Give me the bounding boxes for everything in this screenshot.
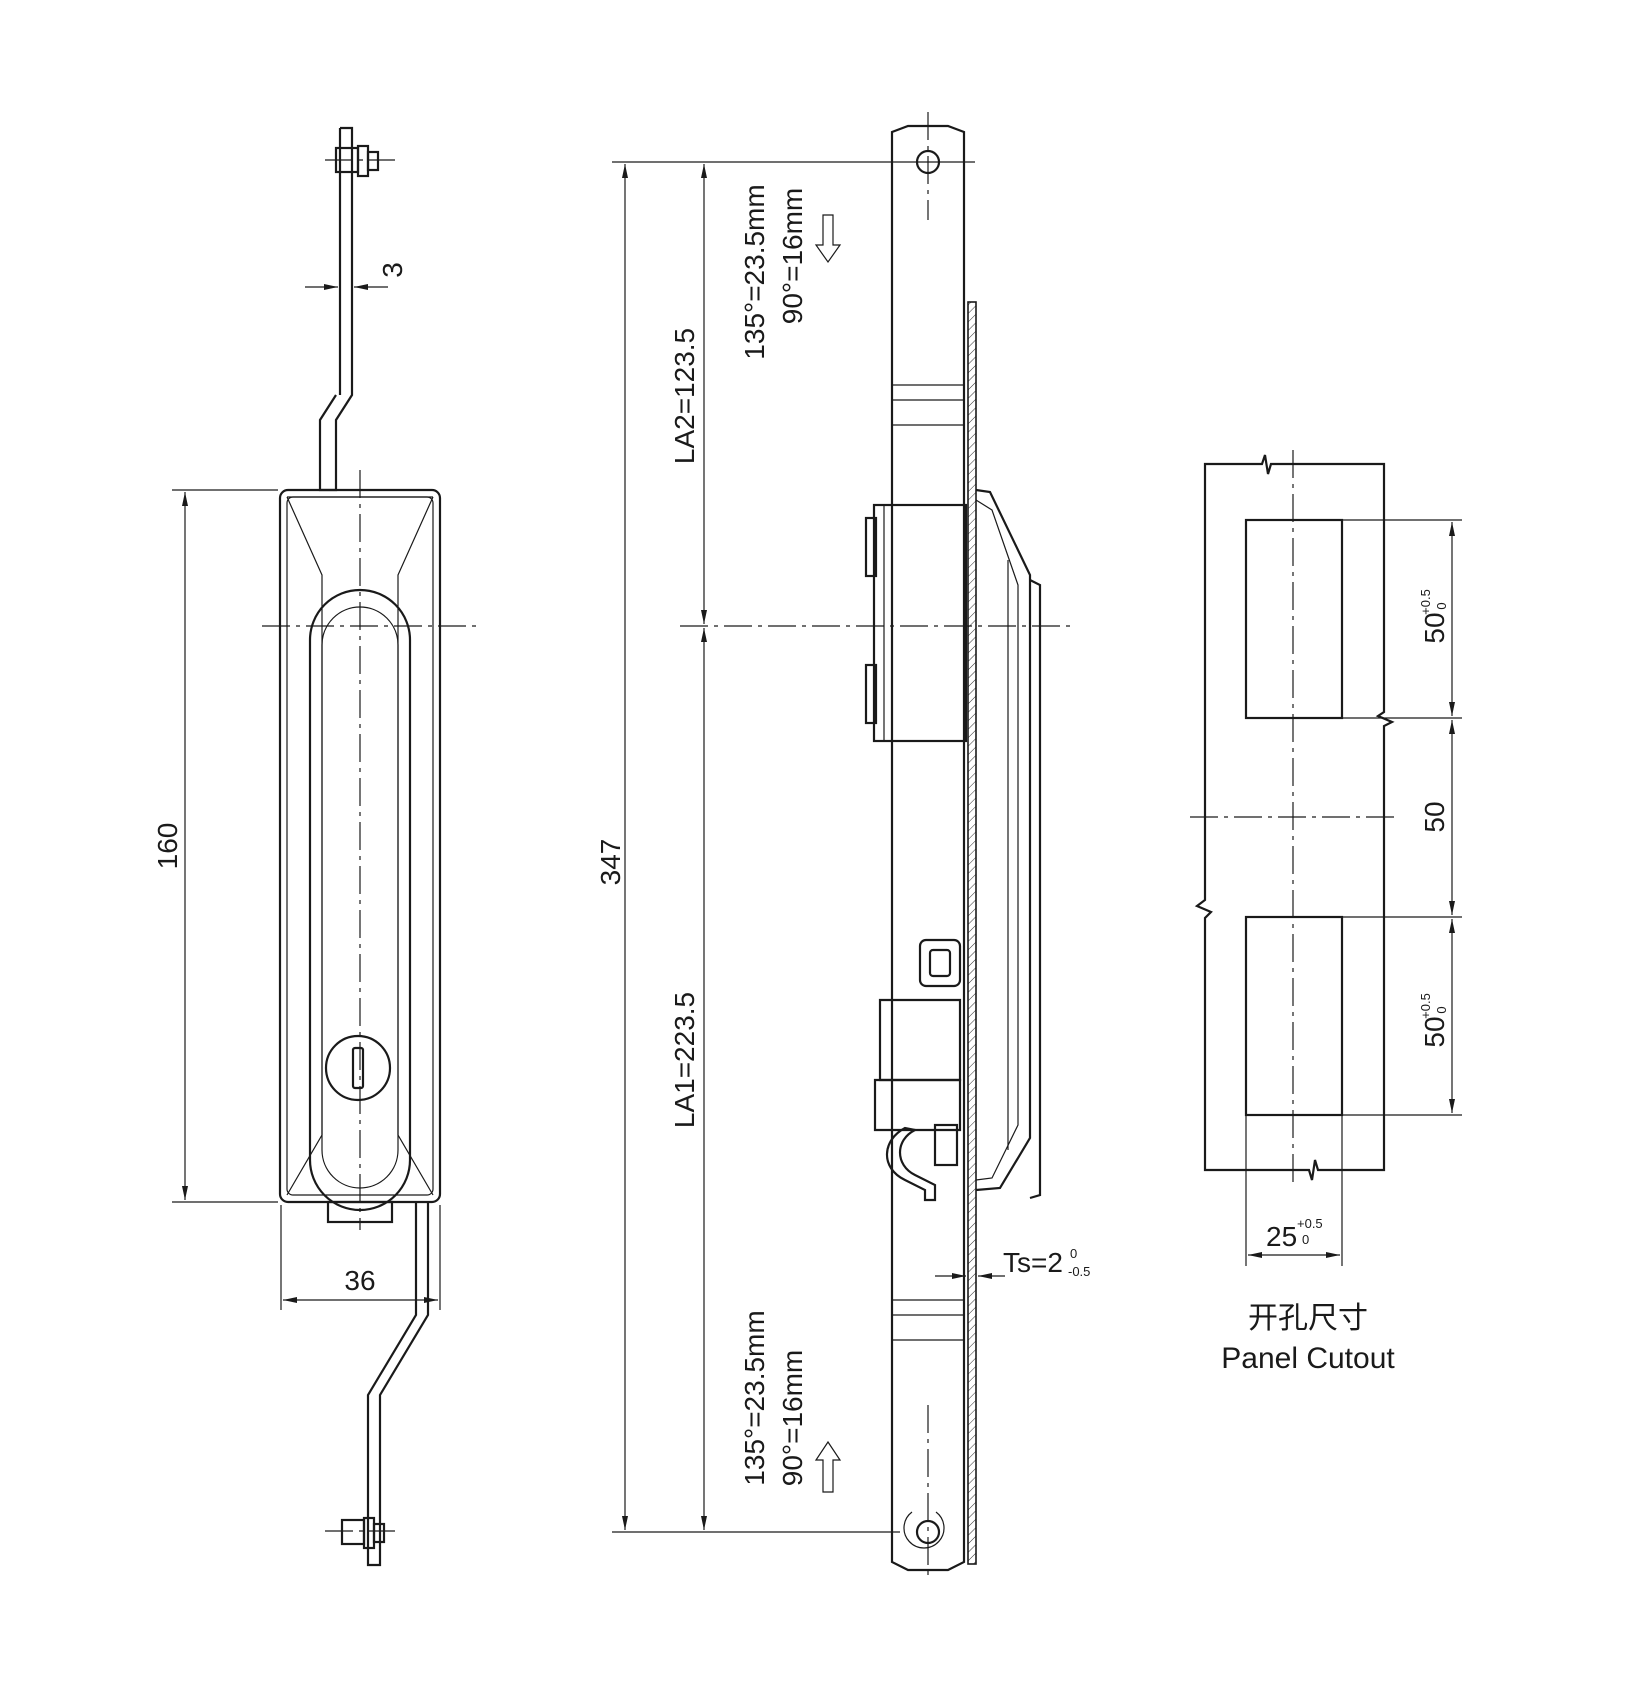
dim-rod-label: 3	[377, 262, 408, 278]
arrow-down-icon	[814, 214, 842, 264]
upper-note-line2: 90°=16mm	[777, 188, 808, 325]
ts-upper-tol: 0	[1070, 1246, 1077, 1261]
bottom-dim-lower: 0	[1434, 1006, 1449, 1013]
side-handle-profile	[975, 488, 1042, 1200]
side-view: 347 LA2=123.5 LA1=223.5 135°=23.5mm 90°=…	[595, 112, 1090, 1580]
cutout-bottom-opening	[1244, 915, 1344, 1117]
lower-note-line2: 90°=16mm	[777, 1350, 808, 1487]
upper-note-line1: 135°=23.5mm	[739, 184, 770, 359]
side-lower-block	[873, 938, 962, 1202]
dim-width-label: 36	[344, 1265, 375, 1296]
dim-la1-label: LA1=223.5	[669, 992, 700, 1128]
cutout-top-opening	[1244, 518, 1344, 720]
ts-lower-tol: -0.5	[1068, 1264, 1090, 1279]
front-bottom-rod	[325, 1202, 430, 1567]
mid-dim: 50	[1419, 801, 1450, 832]
top-dim-main: 50	[1419, 612, 1450, 643]
arrow-up-icon	[814, 1440, 842, 1493]
cutout-dimensions: 50 +0.5 0 50 50 +0.5 0 25 +0.5 0	[1245, 519, 1462, 1266]
front-top-rod	[318, 126, 395, 492]
side-bar	[890, 112, 966, 1580]
width-dim-main: 25	[1266, 1221, 1297, 1252]
width-dim-upper: +0.5	[1297, 1216, 1323, 1231]
bottom-dim-upper: +0.5	[1418, 993, 1433, 1019]
front-handle-housing	[262, 470, 478, 1230]
dim-height-label: 160	[152, 823, 183, 870]
caption-en: Panel Cutout	[1221, 1342, 1395, 1375]
dim-la2-label: LA2=123.5	[669, 328, 700, 464]
cutout-panel-outline	[1194, 454, 1395, 1181]
dim-total-label: 347	[595, 839, 626, 886]
front-dimensions: 160 36 3	[152, 262, 441, 1310]
ts-label: Ts=2	[1003, 1247, 1063, 1278]
side-panel	[967, 301, 977, 1565]
bottom-dim-main: 50	[1419, 1016, 1450, 1047]
front-view: 160 36 3	[152, 126, 478, 1567]
lower-note-line1: 135°=23.5mm	[739, 1310, 770, 1485]
width-dim-lower: 0	[1302, 1232, 1309, 1247]
side-upper-block	[864, 503, 968, 743]
cutout-view: 50 +0.5 0 50 50 +0.5 0 25 +0.5 0 开孔尺寸 Pa…	[1190, 450, 1462, 1375]
caption-cn: 开孔尺寸	[1248, 1302, 1368, 1335]
top-dim-lower: 0	[1434, 602, 1449, 609]
top-dim-upper: +0.5	[1418, 589, 1433, 615]
side-dimensions: 347 LA2=123.5 LA1=223.5 135°=23.5mm 90°=…	[595, 161, 1090, 1533]
